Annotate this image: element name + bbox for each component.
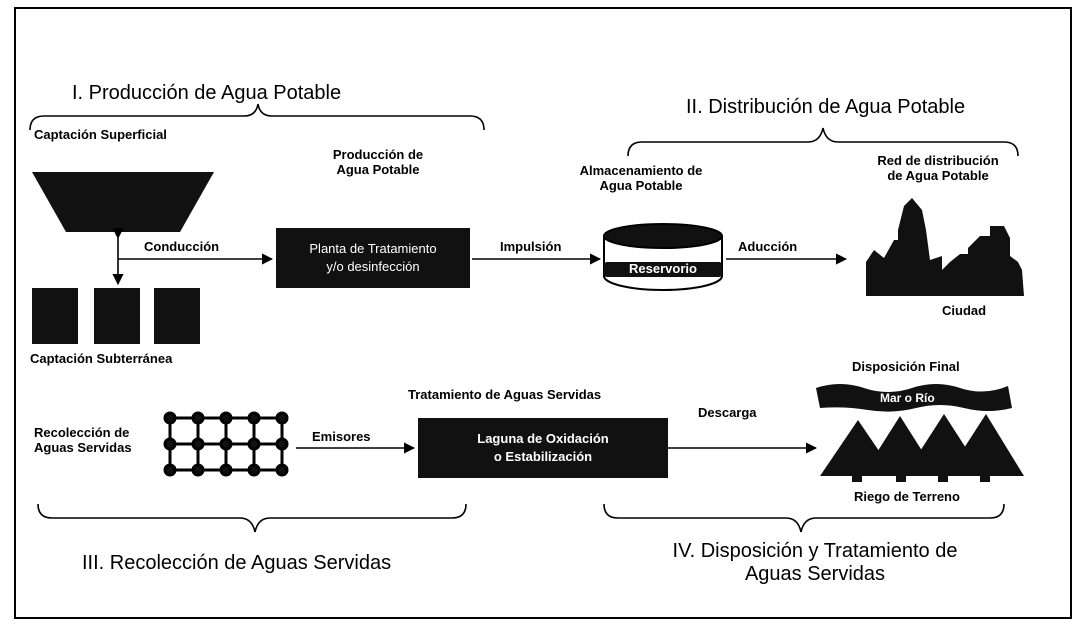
label-produccion: Producción de Agua Potable [308, 147, 448, 178]
label-almacenamiento: Almacenamiento de Agua Potable [566, 163, 716, 194]
label-captacion-subterranea: Captación Subterránea [30, 351, 173, 366]
collection-grid-icon [163, 411, 289, 477]
label-recoleccion-line2: Aguas Servidas [34, 439, 132, 455]
brace-production [29, 103, 485, 131]
well-icon-3 [154, 288, 200, 344]
label-almacenamiento-line1: Almacenamiento de [579, 163, 703, 178]
section-title-disposal-line2: Aguas Servidas [744, 563, 886, 585]
label-tratamiento: Tratamiento de Aguas Servidas [408, 387, 602, 402]
box-reservorio: Reservorio [604, 261, 722, 277]
trees-icon [820, 414, 1024, 482]
box-laguna-line2: o Estabilización [493, 449, 593, 464]
label-recoleccion-line1: Recolección de [34, 425, 130, 440]
label-red-line1: Red de distribución [877, 153, 999, 168]
label-red-distribucion: Red de distribución de Agua Potable [858, 153, 1018, 184]
label-red-line2: de Agua Potable [887, 167, 989, 183]
label-produccion-line2: Agua Potable [336, 161, 420, 177]
label-riego: Riego de Terreno [854, 489, 960, 504]
box-planta-line1: Planta de Tratamiento [309, 241, 437, 257]
label-mar-rio: Mar o Río [880, 391, 935, 405]
section-title-disposal: IV. Disposición y Tratamiento de Aguas S… [620, 540, 1010, 586]
section-title-distribution: II. Distribución de Agua Potable [686, 96, 966, 118]
label-produccion-line1: Producción de [332, 147, 424, 162]
arrow-label-conduccion: Conducción [144, 239, 220, 254]
brace-disposal [603, 503, 1005, 533]
arrow-label-descarga: Descarga [698, 405, 757, 420]
section-title-disposal-line1: IV. Disposición y Tratamiento de [672, 540, 958, 562]
section-title-collection: III. Recolección de Aguas Servidas [82, 552, 392, 574]
label-captacion-superficial: Captación Superficial [34, 127, 167, 142]
city-skyline-icon [866, 198, 1024, 296]
sea-river-icon [816, 384, 1012, 412]
box-laguna: Laguna de Oxidación o Estabilización [418, 418, 668, 478]
surface-intake-icon [32, 172, 214, 232]
label-ciudad: Ciudad [942, 303, 987, 318]
arrow-label-emisores: Emisores [312, 429, 371, 444]
section-title-production: I. Producción de Agua Potable [72, 82, 342, 104]
label-recoleccion: Recolección de Aguas Servidas [34, 425, 132, 456]
arrow-label-impulsion: Impulsión [500, 239, 562, 254]
arrow-label-aduccion: Aducción [738, 239, 798, 254]
box-planta-tratamiento: Planta de Tratamiento y/o desinfección [276, 228, 470, 288]
brace-collection [37, 503, 467, 533]
box-planta-line2: y/o desinfección [326, 259, 420, 274]
box-laguna-line1: Laguna de Oxidación [477, 431, 609, 447]
label-almacenamiento-line2: Agua Potable [599, 177, 683, 193]
well-icon-1 [32, 288, 78, 344]
reservoir-icon [603, 223, 723, 291]
label-disposicion-final: Disposición Final [852, 359, 960, 374]
well-icon-2 [94, 288, 140, 344]
brace-distribution [627, 127, 1019, 157]
